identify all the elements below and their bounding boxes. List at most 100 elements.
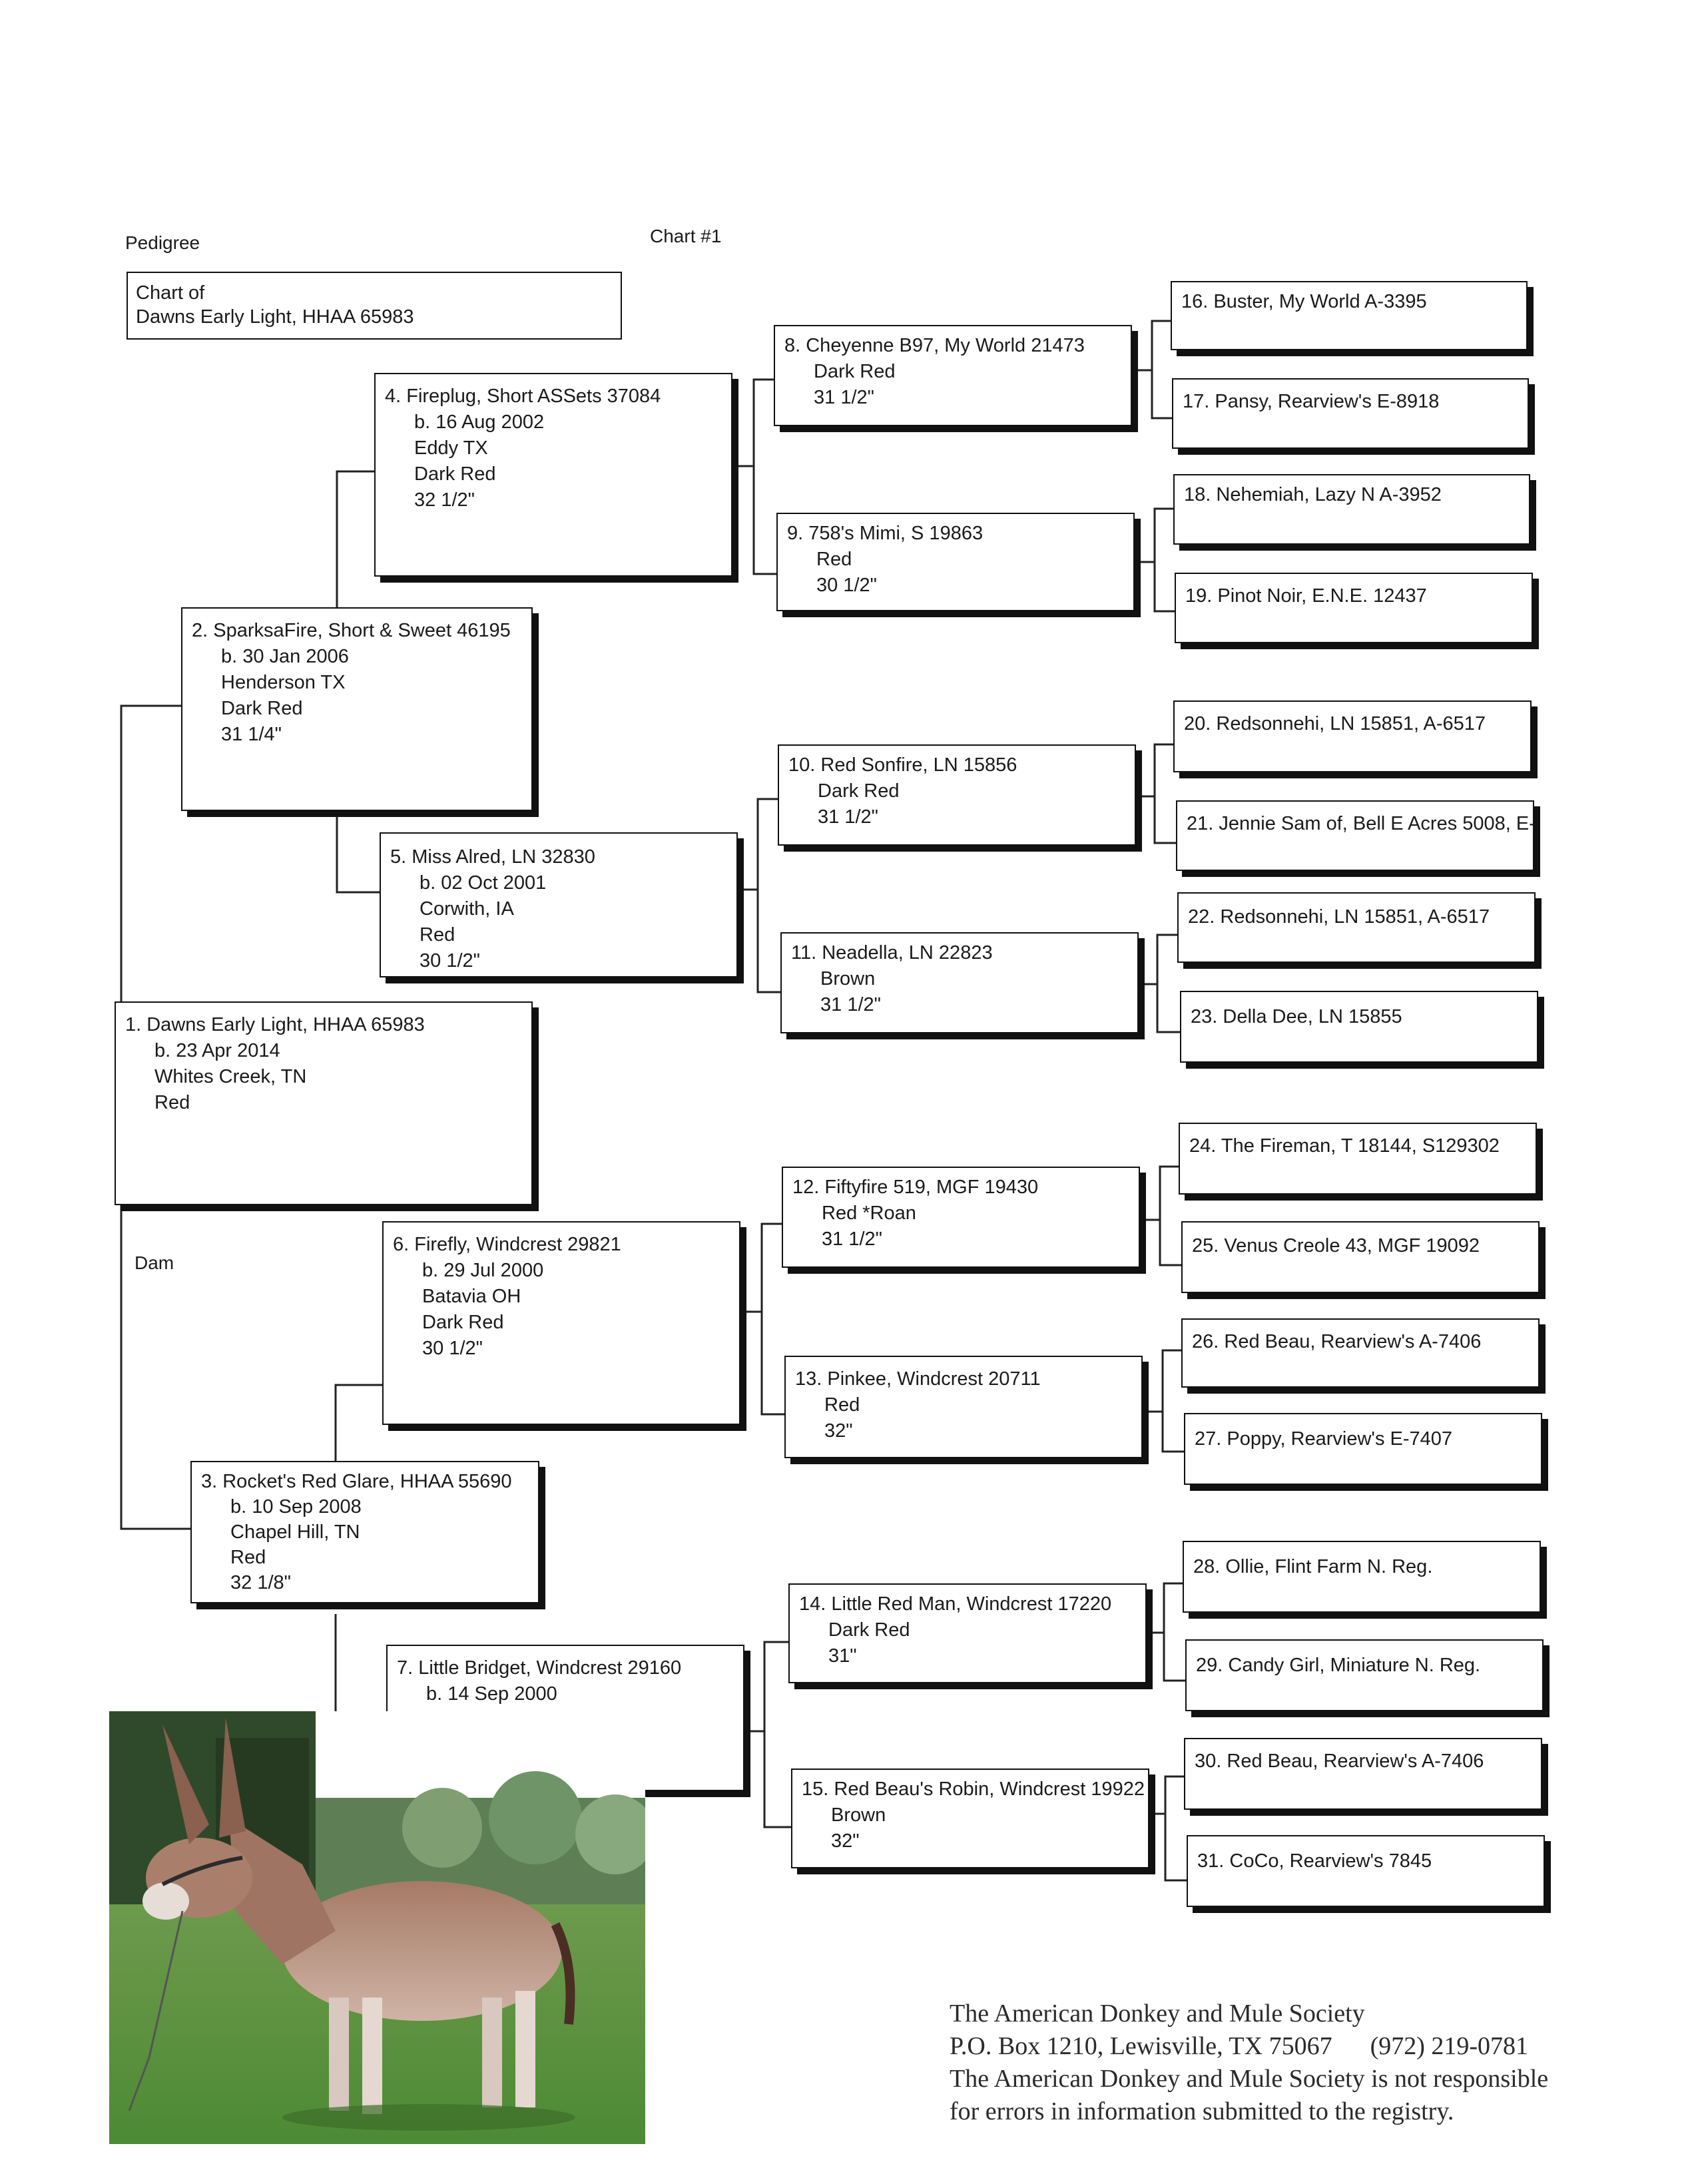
animal-2-name: 2. SparksaFire, Short & Sweet 46195 bbox=[192, 620, 511, 641]
animal-2-box: 2. SparksaFire, Short & Sweet 46195 b. 3… bbox=[181, 607, 533, 811]
animal-1-place: Whites Creek, TN bbox=[154, 1066, 307, 1087]
society-name: The American Donkey and Mule Society bbox=[950, 2000, 1365, 2028]
animal-5-born: b. 02 Oct 2001 bbox=[420, 872, 547, 894]
animal-12-height: 31 1/2" bbox=[822, 1228, 882, 1250]
animal-12-name: 12. Fiftyfire 519, MGF 19430 bbox=[792, 1177, 1039, 1198]
animal-16-box: 16. Buster, My World A-3395 bbox=[1171, 281, 1528, 350]
animal-11-name: 11. Neadella, LN 22823 bbox=[791, 942, 993, 963]
disclaimer-line2: for errors in information submitted to t… bbox=[950, 2097, 1454, 2125]
chart-of-box: Chart of Dawns Early Light, HHAA 65983 bbox=[127, 272, 622, 340]
animal-18-name: 18. Nehemiah, Lazy N A-3952 bbox=[1184, 484, 1442, 505]
animal-30-name: 30. Red Beau, Rearview's A-7406 bbox=[1195, 1751, 1484, 1772]
animal-9-name: 9. 758's Mimi, S 19863 bbox=[787, 523, 984, 544]
animal-2-place: Henderson TX bbox=[221, 672, 346, 693]
animal-25-box: 25. Venus Creole 43, MGF 19092 bbox=[1181, 1221, 1540, 1293]
animal-31-box: 31. CoCo, Rearview's 7845 bbox=[1187, 1835, 1545, 1907]
animal-6-color: Dark Red bbox=[422, 1312, 504, 1333]
animal-15-name: 15. Red Beau's Robin, Windcrest 19922 bbox=[802, 1778, 1145, 1800]
animal-4-born: b. 16 Aug 2002 bbox=[414, 411, 545, 433]
animal-1-box: 1. Dawns Early Light, HHAA 65983 b. 23 A… bbox=[115, 1001, 533, 1205]
connector-8 bbox=[1135, 320, 1172, 419]
chart-number-label: Chart #1 bbox=[650, 226, 722, 246]
animal-18-box: 18. Nehemiah, Lazy N A-3952 bbox=[1173, 474, 1530, 545]
animal-28-name: 28. Ollie, Flint Farm N. Reg. bbox=[1193, 1556, 1433, 1577]
animal-1-name: 1. Dawns Early Light, HHAA 65983 bbox=[125, 1014, 425, 1035]
animal-4-box: 4. Fireplug, Short ASSets 37084 b. 16 Au… bbox=[374, 373, 732, 577]
animal-11-color: Brown bbox=[820, 968, 876, 989]
animal-3-height: 32 1/8" bbox=[230, 1572, 291, 1593]
animal-8-name: 8. Cheyenne B97, My World 21473 bbox=[784, 335, 1085, 356]
connector-6 bbox=[740, 1223, 784, 1416]
animal-23-box: 23. Della Dee, LN 15855 bbox=[1180, 991, 1538, 1063]
animal-13-name: 13. Pinkee, Windcrest 20711 bbox=[795, 1368, 1041, 1390]
animal-5-place: Corwith, IA bbox=[420, 898, 514, 920]
animal-6-born: b. 29 Jul 2000 bbox=[422, 1260, 544, 1281]
animal-29-name: 29. Candy Girl, Miniature N. Reg. bbox=[1196, 1655, 1481, 1676]
animal-3-name: 3. Rocket's Red Glare, HHAA 55690 bbox=[201, 1471, 512, 1492]
connector-4 bbox=[732, 378, 776, 575]
animal-24-name: 24. The Fireman, T 18144, S129302 bbox=[1189, 1135, 1500, 1157]
animal-5-box: 5. Miss Alred, LN 32830 b. 02 Oct 2001 C… bbox=[380, 832, 738, 977]
animal-1-born: b. 23 Apr 2014 bbox=[154, 1040, 280, 1061]
animal-11-height: 31 1/2" bbox=[820, 994, 881, 1015]
animal-7-name: 7. Little Bridget, Windcrest 29160 bbox=[397, 1657, 682, 1679]
animal-27-name: 27. Poppy, Rearview's E-7407 bbox=[1195, 1428, 1453, 1450]
animal-14-color: Dark Red bbox=[828, 1619, 910, 1641]
animal-16-name: 16. Buster, My World A-3395 bbox=[1181, 291, 1427, 312]
animal-19-box: 19. Pinot Noir, E.N.E. 12437 bbox=[1175, 573, 1533, 643]
animal-23-name: 23. Della Dee, LN 15855 bbox=[1191, 1006, 1402, 1027]
animal-26-box: 26. Red Beau, Rearview's A-7406 bbox=[1181, 1318, 1540, 1388]
animal-24-box: 24. The Fireman, T 18144, S129302 bbox=[1179, 1123, 1537, 1195]
donkey-photo bbox=[109, 1711, 645, 2144]
connector-9 bbox=[1139, 507, 1175, 613]
animal-8-box: 8. Cheyenne B97, My World 21473 Dark Red… bbox=[774, 325, 1132, 426]
animal-3-color: Red bbox=[230, 1547, 266, 1568]
animal-8-height: 31 1/2" bbox=[814, 387, 874, 408]
animal-3-box: 3. Rocket's Red Glare, HHAA 55690 b. 10 … bbox=[190, 1461, 539, 1603]
pedigree-label: Pedigree bbox=[125, 232, 200, 253]
animal-12-color: Red *Roan bbox=[822, 1203, 916, 1224]
animal-21-box: 21. Jennie Sam of, Bell E Acres 5008, E- bbox=[1176, 800, 1536, 871]
animal-14-name: 14. Little Red Man, Windcrest 17220 bbox=[799, 1593, 1112, 1615]
animal-9-box: 9. 758's Mimi, S 19863 Red 30 1/2" bbox=[776, 513, 1135, 611]
animal-3-born: b. 10 Sep 2008 bbox=[230, 1496, 362, 1517]
society-address: P.O. Box 1210, Lewisville, TX 75067 (972… bbox=[950, 2032, 1529, 2060]
dam-label: Dam bbox=[135, 1252, 174, 1273]
connector-15 bbox=[1148, 1775, 1187, 1882]
animal-6-box: 6. Firefly, Windcrest 29821 b. 29 Jul 20… bbox=[382, 1221, 740, 1425]
connector-12 bbox=[1143, 1165, 1181, 1266]
connector-5 bbox=[738, 798, 780, 993]
animal-10-box: 10. Red Sonfire, LN 15856 Dark Red 31 1/… bbox=[778, 744, 1136, 846]
animal-4-height: 32 1/2" bbox=[414, 489, 475, 511]
animal-10-color: Dark Red bbox=[818, 780, 900, 802]
animal-9-color: Red bbox=[816, 549, 852, 570]
animal-11-box: 11. Neadella, LN 22823 Brown 31 1/2" bbox=[780, 932, 1139, 1033]
animal-20-name: 20. Redsonnehi, LN 15851, A-6517 bbox=[1184, 713, 1486, 734]
animal-5-name: 5. Miss Alred, LN 32830 bbox=[390, 846, 595, 868]
animal-5-color: Red bbox=[420, 924, 455, 946]
chart-of-line1: Chart of bbox=[136, 282, 205, 304]
animal-15-color: Brown bbox=[831, 1804, 886, 1826]
animal-21-name: 21. Jennie Sam of, Bell E Acres 5008, E- bbox=[1187, 813, 1536, 834]
animal-1-color: Red bbox=[154, 1092, 190, 1113]
society-footer: The American Donkey and Mule Society P.O… bbox=[950, 1998, 1548, 2128]
animal-19-name: 19. Pinot Noir, E.N.E. 12437 bbox=[1185, 585, 1427, 607]
animal-6-height: 30 1/2" bbox=[422, 1338, 483, 1359]
animal-5-height: 30 1/2" bbox=[420, 950, 480, 971]
animal-14-height: 31" bbox=[828, 1645, 857, 1667]
animal-20-box: 20. Redsonnehi, LN 15851, A-6517 bbox=[1173, 700, 1532, 772]
animal-15-height: 32" bbox=[831, 1830, 860, 1852]
animal-6-name: 6. Firefly, Windcrest 29821 bbox=[393, 1234, 621, 1255]
chart-of-subject: Dawns Early Light, HHAA 65983 bbox=[136, 306, 414, 328]
animal-13-box: 13. Pinkee, Windcrest 20711 Red 32" bbox=[784, 1356, 1143, 1458]
connector-11 bbox=[1143, 934, 1180, 1033]
connector-10 bbox=[1139, 743, 1176, 844]
animal-6-place: Batavia OH bbox=[422, 1286, 521, 1307]
connector-14 bbox=[1147, 1582, 1185, 1682]
animal-2-color: Dark Red bbox=[221, 698, 303, 719]
animal-13-color: Red bbox=[824, 1394, 860, 1416]
connector-7 bbox=[743, 1641, 791, 1828]
animal-22-name: 22. Redsonnehi, LN 15851, A-6517 bbox=[1188, 906, 1490, 928]
animal-10-name: 10. Red Sonfire, LN 15856 bbox=[788, 754, 1017, 776]
